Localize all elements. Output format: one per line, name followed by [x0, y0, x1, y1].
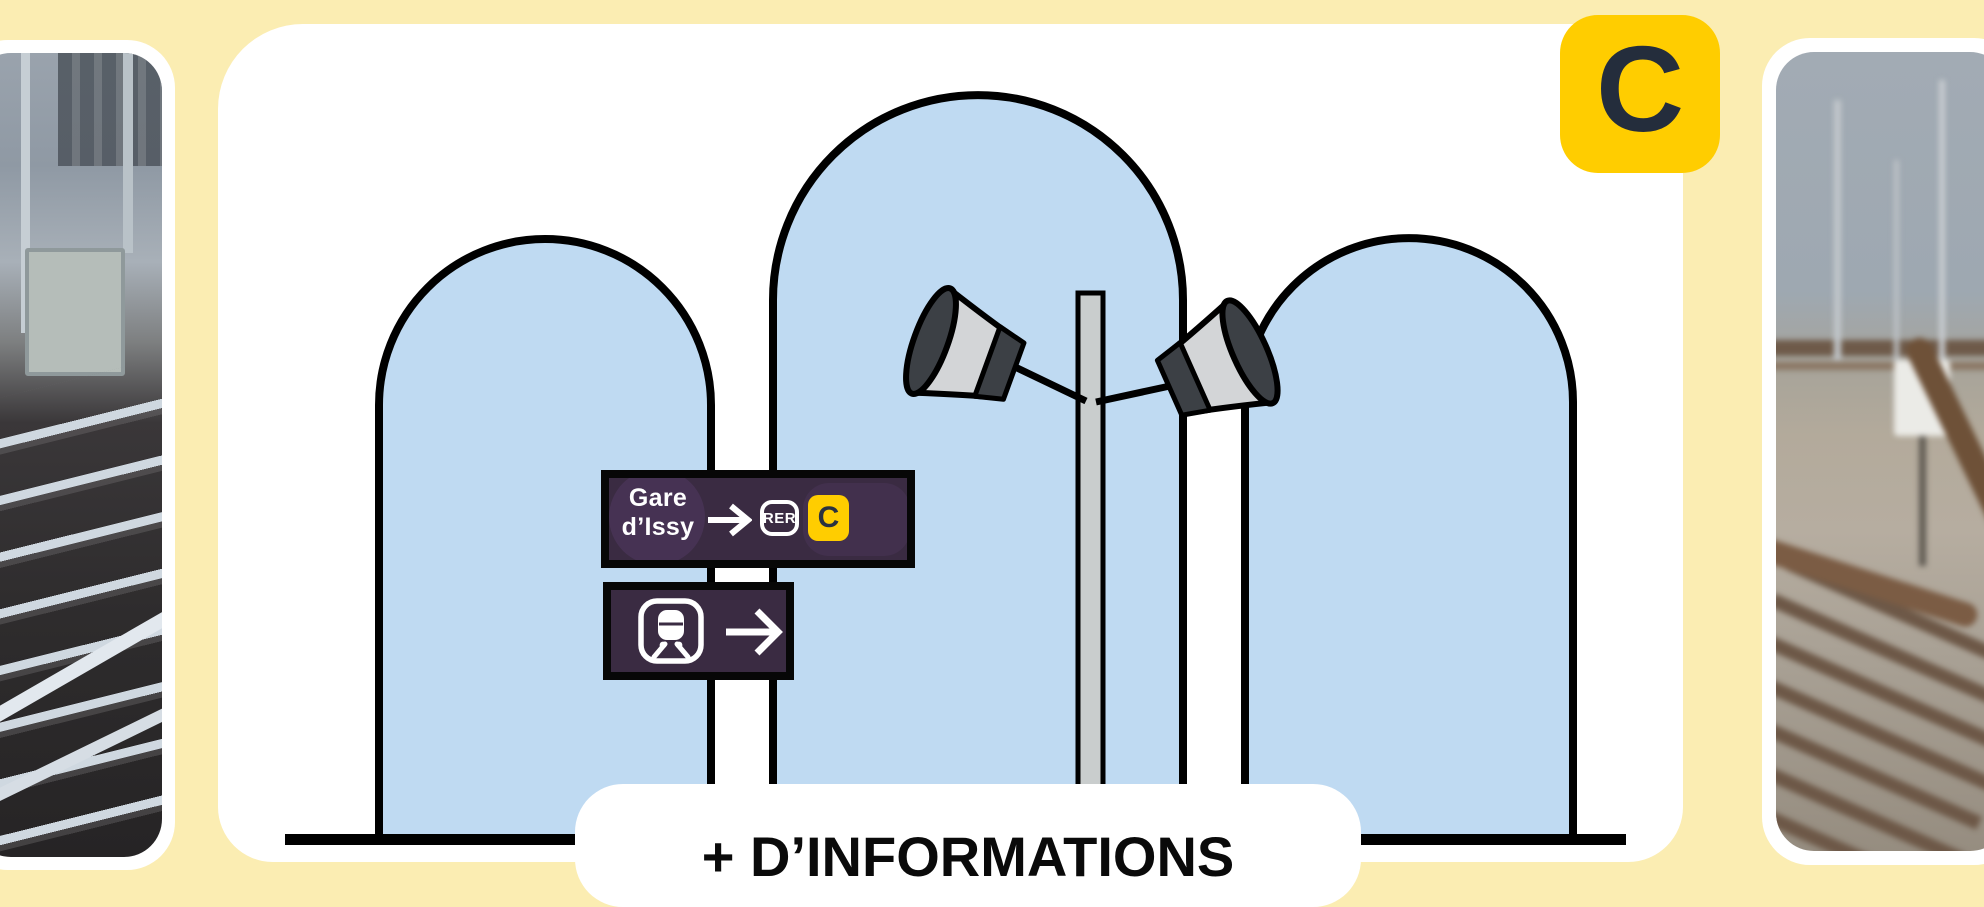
photo-signpost-shape — [1919, 436, 1926, 566]
arch-right-icon — [1241, 234, 1577, 842]
more-informations-label: + D’INFORMATIONS — [701, 824, 1235, 888]
station-name-label: Gare d’Issy — [613, 484, 703, 542]
announcement-pole — [1011, 290, 1171, 848]
photo-pole-shape — [1834, 100, 1841, 360]
station-illustration — [285, 91, 1626, 848]
line-c-badge-letter: C — [1595, 21, 1685, 157]
photo-blur-layer — [1776, 52, 1984, 851]
train-direction-sign — [603, 582, 794, 680]
station-name-line1: Gare — [628, 484, 688, 512]
photo-pole-shape — [1939, 80, 1945, 360]
photo-rail-shape — [1776, 362, 1984, 370]
railway-photo-left — [0, 53, 162, 857]
more-informations-button[interactable]: + D’INFORMATIONS — [575, 784, 1361, 907]
train-icon — [638, 598, 704, 664]
photo-pole-shape — [123, 53, 133, 253]
arrow-right-icon — [708, 503, 752, 537]
direction-sign-gare-dissy: Gare d’Issy RER C — [601, 470, 915, 568]
line-c-badge: C — [1560, 15, 1720, 173]
line-c-chip: C — [808, 495, 849, 541]
photo-pole-shape — [21, 53, 30, 333]
rer-logo: RER — [760, 500, 799, 536]
illustration-card — [218, 24, 1683, 862]
arrow-right-icon — [726, 608, 783, 656]
photo-building-shape — [58, 53, 162, 166]
photo-rail-shape — [1776, 340, 1984, 356]
station-name-line2: d’Issy — [621, 513, 695, 541]
sign-blob-shape — [609, 478, 705, 560]
photo-cabinet-shape — [25, 248, 125, 376]
arch-left-icon — [375, 235, 715, 842]
arch-center-icon — [769, 91, 1187, 842]
photo-pole-shape — [1894, 160, 1899, 360]
photo-frame-right — [1762, 38, 1984, 865]
railway-photo-right — [1776, 52, 1984, 851]
photo-frame-left — [0, 40, 175, 870]
